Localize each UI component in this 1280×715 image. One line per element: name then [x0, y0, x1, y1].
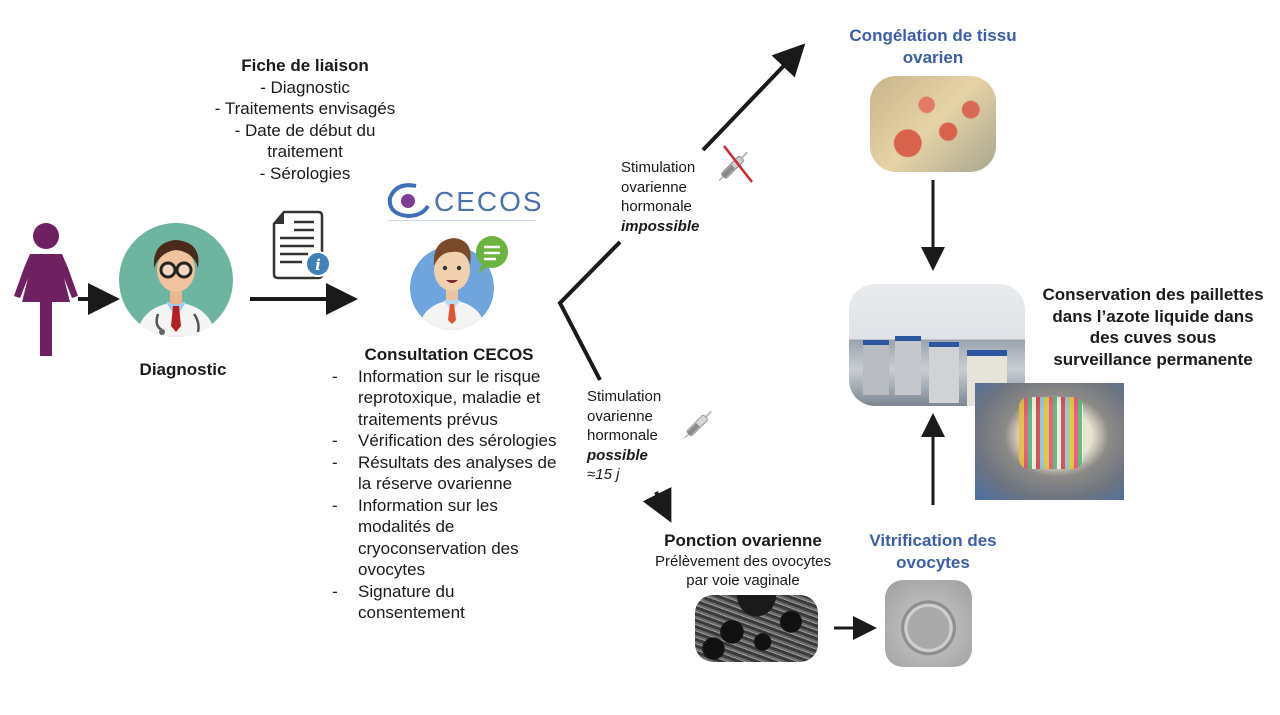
arrow-to-congelation	[701, 43, 806, 152]
fiche-item: - Traitements envisagés	[214, 99, 396, 118]
cecos-logo-underline	[388, 220, 536, 221]
ponction-description: Prélèvement des ovocytes	[655, 552, 831, 570]
branch-line: hormonale	[587, 427, 658, 444]
arrow-to-ponction	[642, 486, 672, 523]
conservation-label: Conservation des paillettes dans l’azote…	[1034, 284, 1272, 370]
stimulation-duration: ≈15 j	[587, 466, 620, 483]
conservation-line: dans l’azote liquide dans	[1052, 306, 1254, 326]
vitrification-title-line: Vitrification des	[869, 531, 997, 550]
consultation-item: Information sur le risque reprotoxique, …	[332, 366, 560, 431]
syringe-icon	[684, 410, 713, 439]
ponction-title: Ponction ovarienne	[664, 531, 822, 550]
oocyte-photo	[885, 580, 972, 667]
ultrasound-photo	[695, 595, 818, 662]
fiche-item: - Sérologies	[259, 163, 351, 183]
document-info-icon: i	[272, 210, 331, 280]
branch-line: hormonale	[621, 198, 692, 215]
tissue-freezing-photo	[870, 76, 996, 172]
fiche-item: traitement	[267, 142, 343, 161]
fiche-item: - Date de début du	[234, 120, 376, 140]
vitrification-title: Vitrification des ovocytes	[858, 530, 1008, 573]
congelation-title: Congélation de tissu ovarien	[828, 25, 1038, 68]
branch-emphasis: impossible	[621, 217, 700, 235]
consultation-item: Signature du consentement	[332, 581, 560, 624]
consultation-item: Information sur les modalités de cryocon…	[332, 495, 560, 581]
conservation-line: Conservation des paillettes	[1042, 285, 1264, 304]
straws-photo	[975, 383, 1124, 500]
vitrification-title-line: ovocytes	[896, 552, 970, 572]
doctor-icon	[119, 223, 233, 337]
branch-line: ovarienne	[587, 407, 653, 425]
consultation-title: Consultation CECOS	[364, 345, 534, 364]
fiche-title: Fiche de liaison	[241, 56, 369, 75]
branch-emphasis: possible	[587, 446, 648, 464]
fiche-item: - Diagnostic	[260, 77, 350, 97]
branch-line: ovarienne	[621, 178, 687, 196]
branch-line: Stimulation	[621, 159, 696, 176]
diagnostic-label: Diagnostic	[139, 360, 227, 379]
cecos-logo-icon	[387, 183, 430, 219]
congelation-title-line: ovarien	[902, 47, 964, 67]
cecos-doctor-icon	[410, 236, 508, 330]
consultation-item: Résultats des analyses de la réserve ova…	[332, 452, 560, 495]
ponction-label: Ponction ovarienne Prélèvement des ovocy…	[640, 530, 846, 591]
conservation-line: des cuves sous	[1089, 328, 1217, 347]
syringe-crossed-icon	[718, 145, 753, 183]
congelation-title-line: Congélation de tissu	[849, 26, 1017, 45]
branch-line: Stimulation	[587, 388, 662, 405]
fiche-de-liaison: Fiche de liaison - Diagnostic - Traiteme…	[190, 55, 420, 184]
consultation-item: Vérification des sérologies	[332, 430, 560, 452]
branch-split-line	[557, 240, 622, 381]
consultation-cecos: Consultation CECOS Information sur le ri…	[328, 344, 560, 624]
conservation-line: surveillance permanente	[1053, 349, 1253, 369]
branch-impossible-label: Stimulation ovarienne hormonale impossib…	[621, 158, 699, 236]
cecos-logo: CECOS	[386, 180, 542, 222]
svg-text:i: i	[315, 256, 321, 274]
branch-possible-label: Stimulation ovarienne hormonale possible…	[587, 387, 661, 485]
cecos-logo-text: CECOS	[434, 186, 544, 217]
patient-icon	[14, 223, 78, 356]
ponction-description: par voie vaginale	[686, 572, 800, 589]
